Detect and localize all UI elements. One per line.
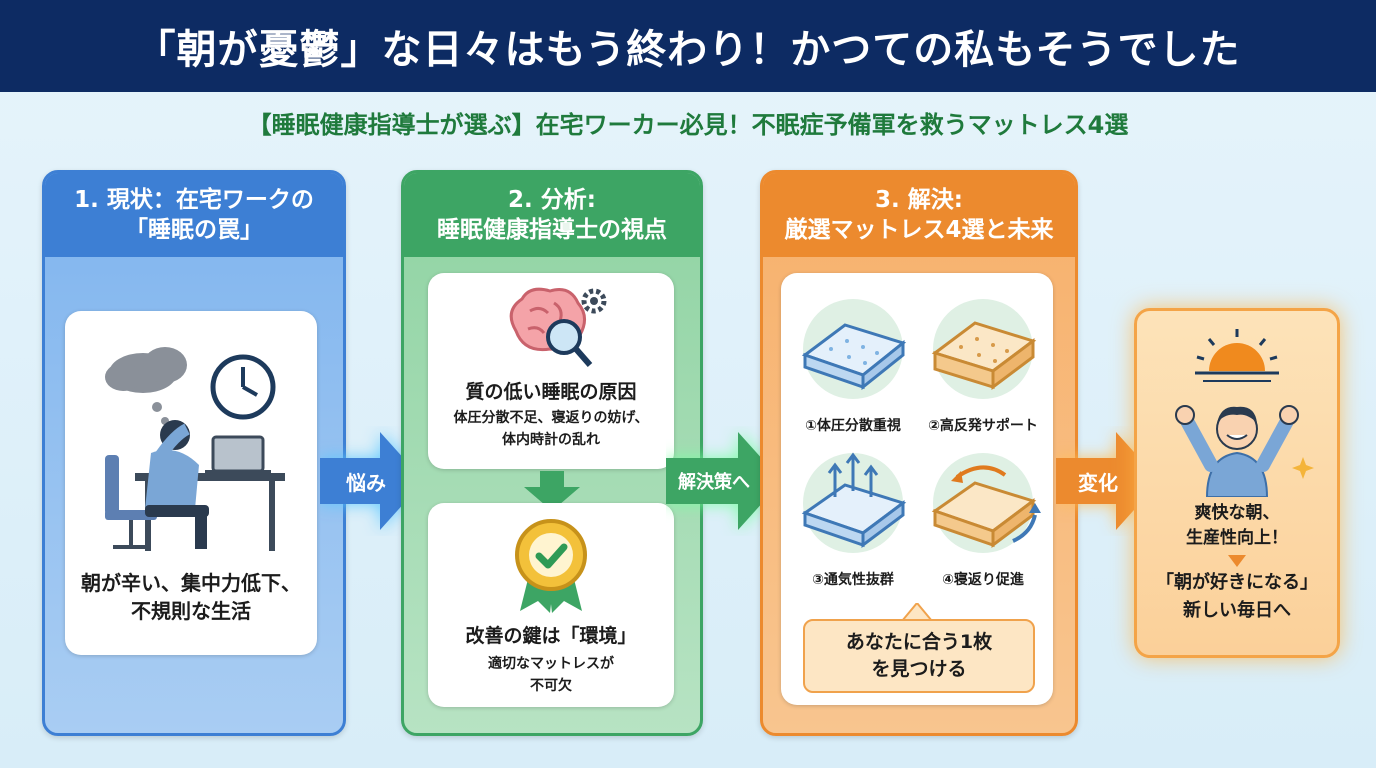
small-down-arrow-icon xyxy=(1228,555,1246,567)
checkmark-badge-icon xyxy=(515,519,587,613)
improvement-key-card: 改善の鍵は「環境」 適切なマットレスが 不可欠 xyxy=(428,503,674,707)
firm-mattress-icon xyxy=(931,299,1037,399)
stressed-worker-illustration xyxy=(105,347,285,551)
sleep-cause-heading: 質の低い睡眠の原因 xyxy=(465,381,637,403)
sun-icon xyxy=(1195,329,1279,382)
panel-analysis-title-1: 2. 分析: xyxy=(508,187,596,213)
outcome-text-2: 生産性向上！ xyxy=(1186,528,1288,548)
find-mattress-text-1: あなたに合う1枚 xyxy=(845,631,993,653)
pressure-mattress-icon xyxy=(801,299,907,399)
panel-solution-header: 3. 解決: 厳選マットレス4選と未来 xyxy=(763,173,1075,257)
panel-current-state-title-2: 「睡眠の罠」 xyxy=(125,217,263,243)
panel-current-state: 1. 現状：在宅ワークの 「睡眠の罠」 xyxy=(42,170,346,736)
panel-analysis-title-2: 睡眠健康指導士の視点 xyxy=(437,217,667,243)
panel-analysis-header: 2. 分析: 睡眠健康指導士の視点 xyxy=(404,173,700,257)
current-state-card: 朝が辛い、集中力低下、 不規則な生活 xyxy=(65,311,317,655)
sleep-cause-text-1: 体圧分散不足、寝返りの妨げ、 xyxy=(453,410,649,426)
arrow-to-solution: 解決策へ xyxy=(666,426,784,536)
mattress-item-3-label: ③通気性抜群 xyxy=(812,572,894,588)
outcome-text-1: 爽快な朝、 xyxy=(1194,503,1280,523)
current-state-text-1: 朝が辛い、集中力低下、 xyxy=(81,571,301,595)
brain-magnifier-icon xyxy=(509,287,607,367)
panel-solution: 3. 解決: 厳選マットレス4選と未来 ①体圧分散重視 ②高反発サポー xyxy=(760,170,1078,736)
mattress-item-1: ①体圧分散重視 xyxy=(791,287,915,437)
panel-solution-title-1: 3. 解決: xyxy=(875,187,963,213)
sleep-cause-text-2: 体内時計の乱れ xyxy=(502,432,600,448)
sleep-cause-card: 質の低い睡眠の原因 体圧分散不足、寝返りの妨げ、 体内時計の乱れ xyxy=(428,273,674,469)
arrow-change-label: 変化 xyxy=(1078,470,1118,495)
mattress-selection-card: ①体圧分散重視 ②高反発サポート xyxy=(781,273,1053,705)
down-arrow-icon xyxy=(524,471,580,511)
outcome-text-4: 新しい毎日へ xyxy=(1183,600,1291,621)
find-mattress-bubble: あなたに合う1枚 を見つける xyxy=(803,619,1035,693)
mattress-item-3: ③通気性抜群 xyxy=(791,441,915,591)
breathable-mattress-icon xyxy=(801,452,907,553)
mattress-item-4: ④寝返り促進 xyxy=(921,441,1045,591)
mattress-item-4-label: ④寝返り促進 xyxy=(942,572,1024,588)
improvement-key-text-1: 適切なマットレスが xyxy=(488,656,614,672)
clock-icon xyxy=(210,354,276,420)
arrow-worries-label: 悩み xyxy=(346,470,386,495)
improvement-key-heading: 改善の鍵は「環境」 xyxy=(465,625,637,647)
arrow-worries: 悩み xyxy=(320,426,426,536)
current-state-text-2: 不規則な生活 xyxy=(131,599,251,623)
panel-current-state-header: 1. 現状：在宅ワークの 「睡眠の罠」 xyxy=(45,173,343,257)
mattress-item-2-label: ②高反発サポート xyxy=(928,418,1038,434)
rain-cloud-icon xyxy=(105,347,187,425)
subtitle: 【睡眠健康指導士が選ぶ】在宅ワーカー必見！不眠症予備軍を救うマットレス4選 xyxy=(247,110,1129,139)
improvement-key-text-2: 不可欠 xyxy=(530,678,572,694)
arrow-to-solution-label: 解決策へ xyxy=(678,472,750,493)
panel-current-state-title-1: 1. 現状：在宅ワークの xyxy=(74,187,314,213)
mattress-item-1-label: ①体圧分散重視 xyxy=(805,418,901,434)
panel-analysis: 2. 分析: 睡眠健康指導士の視点 質の低い睡眠の原因 体圧分散不足、寝返りの妨… xyxy=(401,170,703,736)
find-mattress-text-2: を見つける xyxy=(871,658,967,680)
mattress-item-2: ②高反発サポート xyxy=(921,287,1045,437)
main-title: 「朝が憂鬱」な日々はもう終わり！かつての私もそうでした xyxy=(0,0,1376,92)
happy-person-sunrise-illustration xyxy=(1175,329,1314,497)
sparkle-icon xyxy=(1292,457,1314,479)
speech-bubble-tail xyxy=(902,603,932,621)
outcome-text-3: 「朝が好きになる」 xyxy=(1156,572,1318,593)
outcome-panel: 爽快な朝、 生産性向上！ 「朝が好きになる」 新しい毎日へ xyxy=(1134,308,1340,658)
rolling-mattress-icon xyxy=(931,453,1041,553)
panel-solution-title-2: 厳選マットレス4選と未来 xyxy=(784,217,1054,243)
